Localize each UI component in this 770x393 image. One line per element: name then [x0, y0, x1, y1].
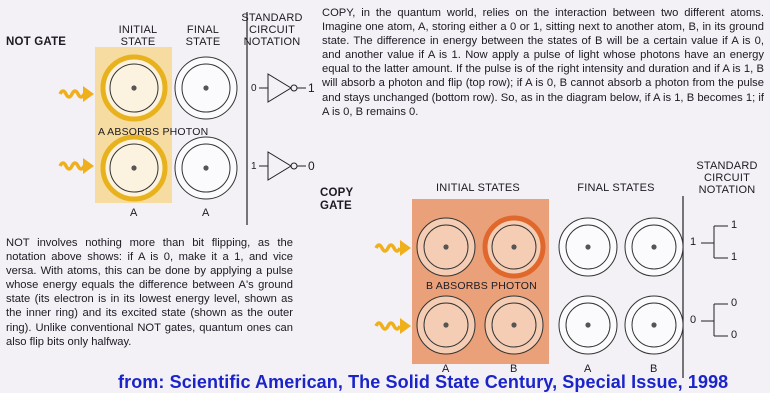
not-gate-symbol-row2 — [259, 151, 306, 181]
atom-copy-initial-b-row1 — [482, 215, 546, 279]
photon-arrow-icon — [83, 86, 94, 102]
copy-gate-col-final: FINAL STATES — [577, 182, 655, 194]
not-gate-description: NOT involves nothing more than bit flipp… — [6, 237, 293, 348]
photon-wave-icon — [58, 161, 86, 171]
atom-copy-final-a-row2 — [558, 295, 618, 355]
not-gate-col-final: FINAL STATE — [185, 24, 221, 48]
not-gate-col-initial: INITIAL STATE — [118, 24, 158, 48]
atom-copy-initial-b-row2 — [484, 295, 544, 355]
not-row1-output: 1 — [308, 81, 315, 95]
copy-gate-col-notation: STANDARD CIRCUIT NOTATION — [696, 160, 758, 196]
copy-atom-label-initial-a: A — [442, 363, 450, 375]
atom-initial-row1 — [100, 54, 168, 122]
not-row2-output: 0 — [308, 159, 315, 173]
copy-gate-title: COPY GATE — [320, 187, 354, 212]
photon-arrow-icon — [83, 158, 94, 174]
copy-row2-input: 0 — [690, 314, 697, 326]
atom-initial-row2 — [100, 134, 168, 202]
not-gate-symbol-row1 — [259, 73, 306, 103]
source-credit: from: Scientific American, The Solid Sta… — [118, 372, 729, 392]
copy-atom-label-final-a: A — [584, 363, 592, 375]
not-gate-col-notation: STANDARD CIRCUIT NOTATION — [241, 12, 303, 48]
atom-final-row2 — [174, 136, 238, 200]
not-atom-label-initial: A — [130, 207, 138, 219]
photon-arrow-icon — [400, 240, 411, 256]
copy-row2-output-a: 0 — [731, 297, 738, 309]
photon-wave-icon — [374, 321, 402, 331]
copy-gate-description: COPY, in the quantum world, relies on th… — [322, 7, 764, 118]
atom-copy-final-a-row1 — [558, 217, 618, 277]
copy-row1-output-a: 1 — [731, 219, 738, 231]
not-atom-label-final: A — [202, 207, 210, 219]
not-gate-title: NOT GATE — [6, 36, 67, 48]
not-gate-caption: A ABSORBS PHOTON — [98, 126, 209, 138]
copy-gate-symbol-row2 — [701, 303, 728, 337]
copy-row2-output-b: 0 — [731, 329, 738, 341]
atom-copy-final-b-row2 — [624, 295, 684, 355]
photon-arrow-icon — [400, 318, 411, 334]
copy-gate-symbol-row1 — [701, 225, 728, 259]
photon-wave-icon — [374, 243, 402, 253]
atom-copy-final-b-row1 — [624, 217, 684, 277]
atom-final-row1 — [174, 56, 238, 120]
copy-atom-label-final-b: B — [650, 363, 658, 375]
atom-copy-initial-a-row1 — [416, 217, 476, 277]
copy-gate-caption: B ABSORBS PHOTON — [426, 280, 537, 292]
copy-atom-label-initial-b: B — [510, 363, 518, 375]
copy-gate-col-initial: INITIAL STATES — [436, 182, 520, 194]
copy-row1-output-b: 1 — [731, 251, 738, 263]
not-row2-input: 1 — [251, 161, 257, 172]
not-row1-input: 0 — [251, 83, 257, 94]
atom-copy-initial-a-row2 — [416, 295, 476, 355]
copy-row1-input: 1 — [690, 236, 697, 248]
photon-wave-icon — [58, 89, 86, 99]
